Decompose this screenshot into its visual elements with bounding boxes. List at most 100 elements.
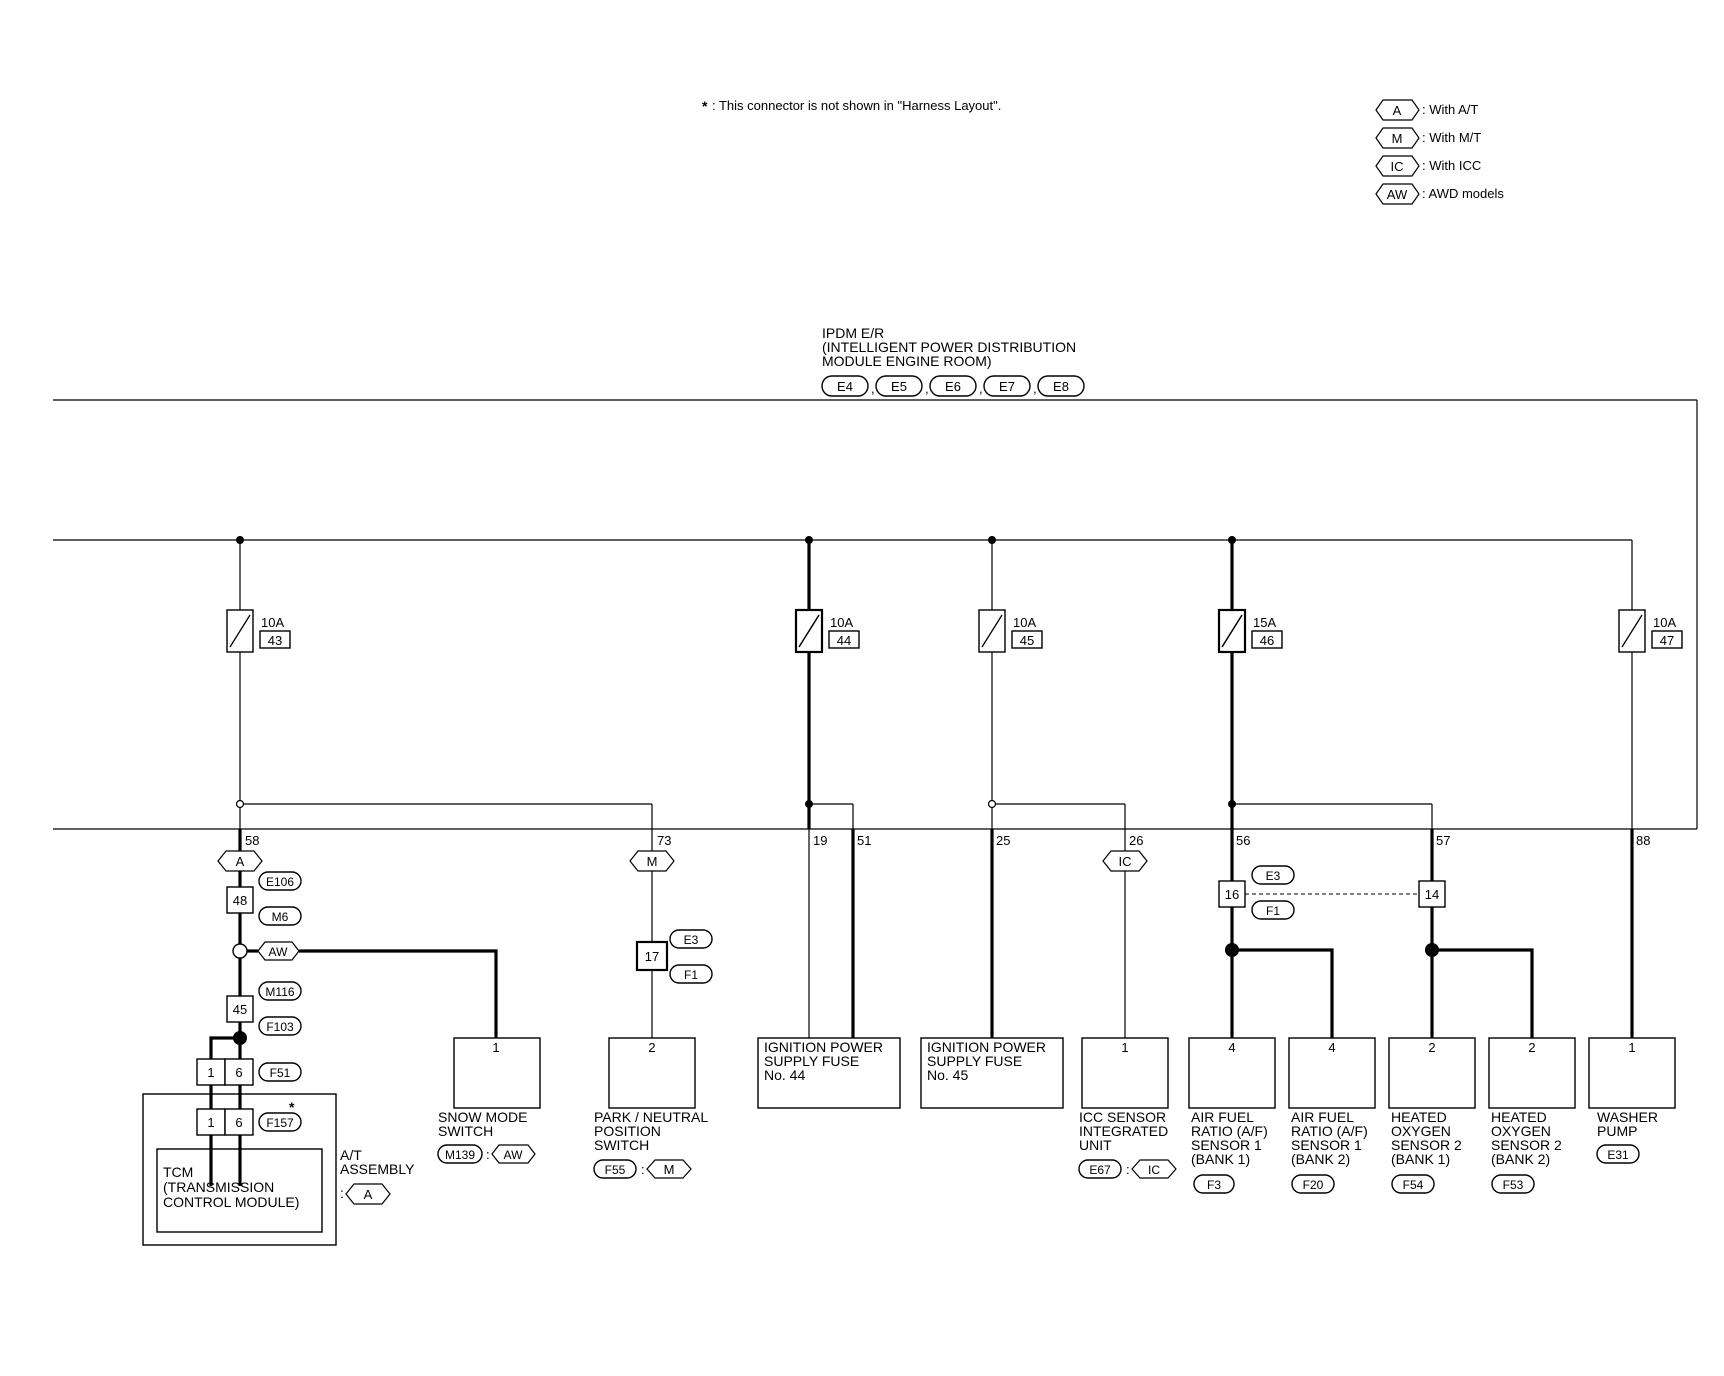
connector-badge	[258, 906, 302, 926]
splice-closed	[805, 800, 813, 808]
terminal-number: 25	[996, 833, 1010, 848]
component-label: RATIO (A/F)	[1291, 1123, 1368, 1139]
component-label: SWITCH	[438, 1123, 493, 1139]
legend-item: M : With M/T	[1375, 127, 1481, 149]
connector-id: E67	[1089, 1163, 1111, 1177]
tcm-label: (TRANSMISSION	[163, 1179, 274, 1195]
terminal-number: 26	[1129, 833, 1143, 848]
fuse-number-box	[1251, 630, 1283, 649]
separator-comma: ,	[871, 381, 875, 396]
ignition-fuse-44: IGNITION POWER SUPPLY FUSE No. 44	[757, 829, 901, 1109]
connector-note: * : This connector is not shown in "Harn…	[702, 98, 1001, 114]
connector-badge	[821, 375, 869, 397]
connector-badge	[669, 964, 713, 984]
component-label: SENSOR 1	[1191, 1137, 1262, 1153]
separator-colon: :	[486, 1147, 490, 1162]
option-m-symbol	[1375, 127, 1420, 149]
at-assembly-label: ASSEMBLY	[340, 1161, 415, 1177]
separator-comma: ,	[925, 381, 929, 396]
component-label: HEATED	[1391, 1109, 1447, 1125]
fuse-number-box	[828, 630, 860, 649]
separator-colon: :	[1126, 1162, 1130, 1177]
legend-text: : With A/T	[1422, 102, 1478, 117]
connector-badge	[1251, 900, 1295, 920]
component-label: AIR FUEL	[1291, 1109, 1354, 1125]
connector-badge	[1037, 375, 1085, 397]
fuse-44: 10A 44	[794, 540, 860, 804]
splice-open	[232, 943, 248, 959]
connector-pin: 6	[235, 1115, 242, 1130]
component-label: SNOW MODE	[438, 1109, 527, 1125]
legend-text: : With M/T	[1422, 130, 1481, 145]
legend-code: A	[1393, 103, 1402, 118]
junction-pin: 16	[1225, 887, 1239, 902]
legend-item: IC : With ICC	[1375, 155, 1481, 177]
note-star: *	[702, 98, 708, 114]
connector-id: F20	[1303, 1178, 1324, 1192]
legend-text: : AWD models	[1422, 186, 1504, 201]
connector-pin-box	[224, 1108, 254, 1136]
terminal-number: 88	[1636, 833, 1650, 848]
component-label: SWITCH	[594, 1137, 649, 1153]
branch-sensors: 16 14 E3 F1	[1218, 829, 1534, 1038]
option-code: AW	[269, 945, 289, 959]
snow-mode-switch: 1 SNOW MODE SWITCH M139 : AW	[437, 1037, 541, 1164]
connector-pin: 1	[207, 1115, 214, 1130]
fuse-number: 47	[1660, 633, 1674, 648]
connector-badge	[1251, 865, 1295, 885]
component-label: SENSOR 2	[1391, 1137, 1462, 1153]
star-mark: *	[289, 1099, 295, 1115]
connector-badge	[1078, 1159, 1122, 1179]
component-label: (BANK 2)	[1491, 1151, 1550, 1167]
terminal-numbers: 58 73 19 51 25 26 56 57 88	[245, 833, 1650, 848]
option-a-symbol	[217, 850, 263, 872]
fuse-number: 46	[1260, 633, 1274, 648]
connector-badge	[1491, 1174, 1535, 1194]
connector-id: F51	[270, 1066, 291, 1080]
at-assembly-label: A/T	[340, 1147, 362, 1163]
legend-item: A : With A/T	[1375, 99, 1478, 121]
ipdm-outline	[53, 399, 1698, 830]
component-label: UNIT	[1079, 1137, 1112, 1153]
component-label: PUMP	[1597, 1123, 1637, 1139]
connector-pin-box	[224, 1058, 254, 1086]
component-label: SENSOR 2	[1491, 1137, 1562, 1153]
connector-id: F103	[266, 1020, 294, 1034]
component-pin: 4	[1228, 1040, 1235, 1055]
component-label: OXYGEN	[1391, 1123, 1451, 1139]
fuse-number: 43	[268, 633, 282, 648]
component-label: AIR FUEL	[1191, 1109, 1254, 1125]
component-label: INTEGRATED	[1079, 1123, 1168, 1139]
connector-badge	[1291, 1174, 1335, 1194]
branch-tcm: A 48 E106 M6 AW 45 M116 F103 1 6 F51 1 6…	[142, 829, 498, 1246]
legend-code: AW	[1387, 187, 1408, 202]
fuse-46: 15A 46	[1217, 540, 1283, 804]
component-box	[1081, 1037, 1169, 1109]
fuse-number: 44	[837, 633, 851, 648]
component-box	[1488, 1037, 1576, 1109]
fuse-45: 10A 45	[978, 540, 1043, 804]
component-label: PARK / NEUTRAL	[594, 1109, 708, 1125]
connector-badge	[1193, 1174, 1235, 1194]
connector-id: E6	[945, 379, 961, 394]
separator-colon: :	[641, 1162, 645, 1177]
option-a-symbol	[1375, 99, 1420, 121]
legend-text: : With ICC	[1422, 158, 1481, 173]
branch-pnp: M 17 E3 F1 2 PARK / NEUTRAL POSITION SWI…	[593, 829, 713, 1179]
component-label: POSITION	[594, 1123, 661, 1139]
component-label: IGNITION POWER	[927, 1039, 1046, 1055]
fuse-rating: 10A	[1653, 615, 1676, 630]
component-box	[1288, 1037, 1376, 1109]
connector-id: F1	[684, 968, 698, 982]
fuse-rating: 10A	[1013, 615, 1036, 630]
fuse-number-box	[259, 630, 291, 649]
option-a-symbol	[345, 1183, 391, 1205]
legend-item: AW : AWD models	[1375, 183, 1504, 205]
terminal-number: 57	[1436, 833, 1450, 848]
terminal-number: 58	[245, 833, 259, 848]
junction-pin-box	[226, 995, 254, 1023]
option-aw-symbol	[491, 1144, 536, 1164]
splice-closed	[1228, 800, 1236, 808]
junction-pin-box	[635, 940, 669, 972]
